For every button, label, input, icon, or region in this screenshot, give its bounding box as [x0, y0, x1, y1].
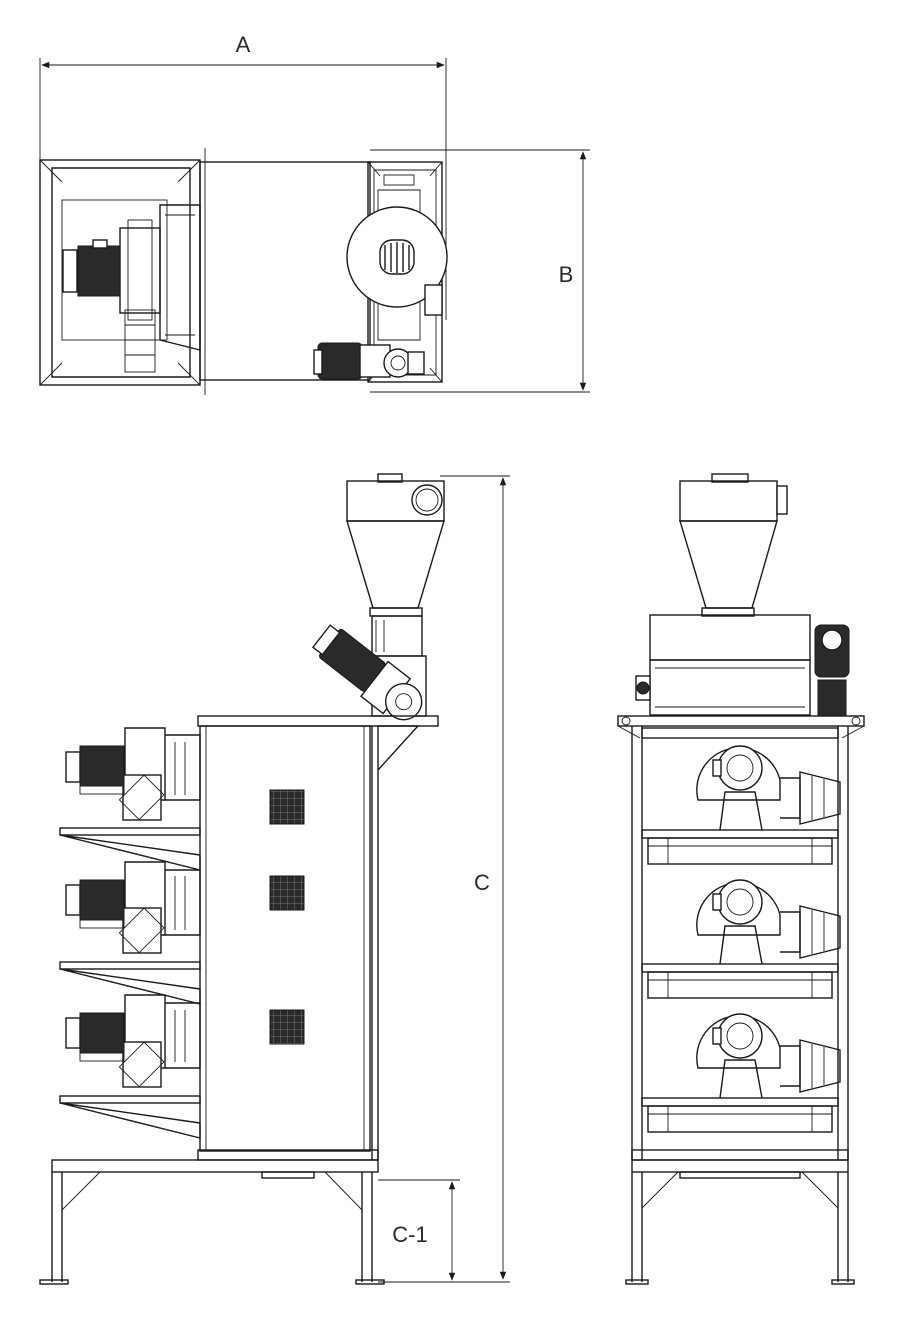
front-top-platform — [617, 715, 865, 739]
inspection-window-2 — [269, 875, 305, 911]
front-frame — [631, 726, 849, 1160]
dimension-b: B — [370, 149, 590, 393]
side-drive-motor — [311, 624, 423, 721]
inspection-window-3 — [269, 1009, 305, 1045]
top-view: A B — [39, 32, 590, 395]
side-view: C C-1 — [39, 473, 510, 1285]
front-fan-1 — [641, 745, 841, 865]
front-machine-head — [635, 614, 850, 717]
dimension-c-label: C — [474, 870, 490, 895]
top-cyclone-area — [313, 161, 448, 383]
front-cyclone — [679, 473, 788, 617]
dimension-c: C — [440, 475, 510, 1280]
front-fan-3 — [641, 1013, 841, 1133]
top-fan-housing — [39, 159, 201, 386]
side-top-platform — [197, 715, 439, 771]
side-main-body — [199, 725, 379, 1160]
dimension-a-label: A — [236, 32, 251, 57]
side-fan-3 — [59, 994, 201, 1139]
dimension-c1: C-1 — [378, 1179, 510, 1283]
side-base-stand — [39, 1149, 385, 1285]
front-fan-2 — [641, 879, 841, 999]
dimension-c1-label: C-1 — [392, 1222, 427, 1247]
front-view — [617, 473, 865, 1285]
dimension-b-label: B — [559, 262, 574, 287]
front-base-stand — [625, 1149, 855, 1285]
inspection-window-1 — [269, 789, 305, 825]
side-fan-2 — [59, 861, 201, 1005]
dimension-a: A — [39, 32, 447, 320]
side-fan-1 — [59, 727, 201, 871]
